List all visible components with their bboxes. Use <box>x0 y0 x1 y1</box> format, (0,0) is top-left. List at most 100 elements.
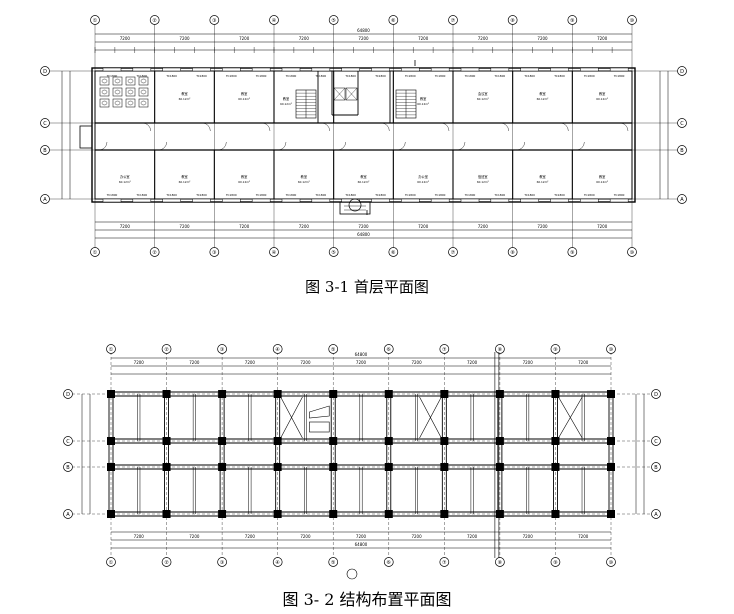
axis-bubble-bottom <box>507 247 518 257</box>
axis-bubble-top <box>217 344 227 354</box>
door-swing <box>321 122 330 132</box>
window-tag: TC1800 <box>344 193 356 197</box>
column <box>107 390 115 398</box>
dim-axis-bottom: 7200 <box>478 224 489 229</box>
axis-bubble-right-label: A <box>654 512 658 518</box>
door-swing <box>261 122 271 132</box>
dim-axis: 7200 <box>299 36 310 41</box>
dim-axis-bottom: 7200 <box>239 224 250 229</box>
axis-bubble-bottom <box>161 557 172 567</box>
window <box>132 67 152 72</box>
room-area: 60.12m² <box>179 180 191 184</box>
toilet-stall <box>99 98 110 108</box>
column <box>218 437 227 445</box>
axis-bubble-left-label: C <box>43 121 47 127</box>
toilet-stall <box>125 98 136 108</box>
axis-bubble-top <box>550 344 561 354</box>
axis-bubble-top <box>507 15 518 25</box>
axis-bubble-bottom <box>269 247 279 257</box>
axis-bubble-top <box>606 344 616 354</box>
column <box>384 463 393 471</box>
column <box>551 463 560 471</box>
column <box>107 463 115 471</box>
axis-bubble-bottom <box>448 247 458 257</box>
dim-axis: 7200 <box>467 360 478 365</box>
axis-bubble-right-label: A <box>680 197 684 203</box>
column <box>329 463 338 471</box>
axis-bubble-left <box>40 118 50 128</box>
door-swing <box>576 141 585 151</box>
axis-bubble-right <box>677 194 687 204</box>
window <box>281 198 301 203</box>
window-tag: TC1800 <box>165 193 177 197</box>
window-tag: TC1800 <box>613 193 625 197</box>
axis-bubble-top-label: ⑥ <box>387 347 392 353</box>
axis-bubble-right <box>677 118 687 128</box>
window-tag: TC1800 <box>523 74 535 78</box>
axis-bubble-top <box>495 344 505 354</box>
dim-axis-bottom: 7200 <box>179 224 190 229</box>
toilet-fixture <box>114 89 121 95</box>
window-tag: TC1800 <box>374 74 386 78</box>
window <box>192 67 211 72</box>
door-swing <box>456 141 466 151</box>
room-area: 60.12m² <box>477 180 489 184</box>
room-label: 办公室 <box>418 174 428 179</box>
toilet-fixture <box>101 100 108 106</box>
axis-bubble-bottom-label: ⑤ <box>331 560 335 566</box>
axis-bubble-right <box>651 436 661 446</box>
dim-axis: 7200 <box>239 36 250 41</box>
column <box>218 390 227 398</box>
window <box>430 67 450 72</box>
window-tag: TC1800 <box>583 74 595 78</box>
window-tag: TC1800 <box>315 193 327 197</box>
window <box>490 198 510 203</box>
window <box>460 67 480 72</box>
axis-bubble-left-label: D <box>66 392 70 398</box>
axis-bubble-bottom <box>217 557 227 567</box>
column <box>273 437 282 445</box>
window <box>102 67 122 72</box>
toilet-fixture <box>127 100 134 106</box>
column <box>495 437 504 445</box>
toilet-stall <box>99 76 110 86</box>
axis-bubble-bottom-label: ③ <box>220 560 224 566</box>
revolving-door <box>348 198 362 212</box>
window <box>580 67 599 72</box>
column <box>162 510 171 518</box>
dim-axis-bottom: 7200 <box>418 224 429 229</box>
room-label: 教室 <box>539 91 545 96</box>
window-tag: TC1800 <box>106 74 118 78</box>
side-entrance <box>79 125 93 149</box>
axis-bubble-top <box>209 15 220 25</box>
dim-axis-bottom: 7200 <box>134 534 145 539</box>
toilet-stall <box>112 76 123 86</box>
elevator-cross <box>333 87 346 101</box>
axis-bubble-bottom-label: ① <box>109 560 114 566</box>
column <box>495 463 504 471</box>
entrance-steps <box>339 201 371 215</box>
toilet-stall <box>99 87 110 97</box>
door-swing <box>440 122 450 132</box>
room-area: 60.12m² <box>119 180 131 184</box>
axis-bubble-top-label: ② <box>152 18 157 24</box>
window-tag: TC1800 <box>494 193 506 197</box>
column <box>329 390 338 398</box>
dim-total: 64800 <box>357 28 370 33</box>
window-tag: TC1800 <box>583 193 595 197</box>
toilet-fixture <box>101 78 108 84</box>
axis-bubble-top <box>90 15 100 25</box>
toilet-fixture <box>127 78 134 84</box>
axis-bubble-bottom <box>106 557 116 567</box>
window-tag: TC1800 <box>255 193 267 197</box>
window-tag: TC1800 <box>285 193 297 197</box>
axis-bubble-left-label: D <box>43 69 47 75</box>
column <box>607 437 615 445</box>
shaft-opening-cross <box>558 396 583 439</box>
dim-axis-bottom: 7200 <box>411 534 422 539</box>
axis-bubble-bottom <box>383 557 394 567</box>
column <box>384 437 393 445</box>
window <box>222 198 241 203</box>
